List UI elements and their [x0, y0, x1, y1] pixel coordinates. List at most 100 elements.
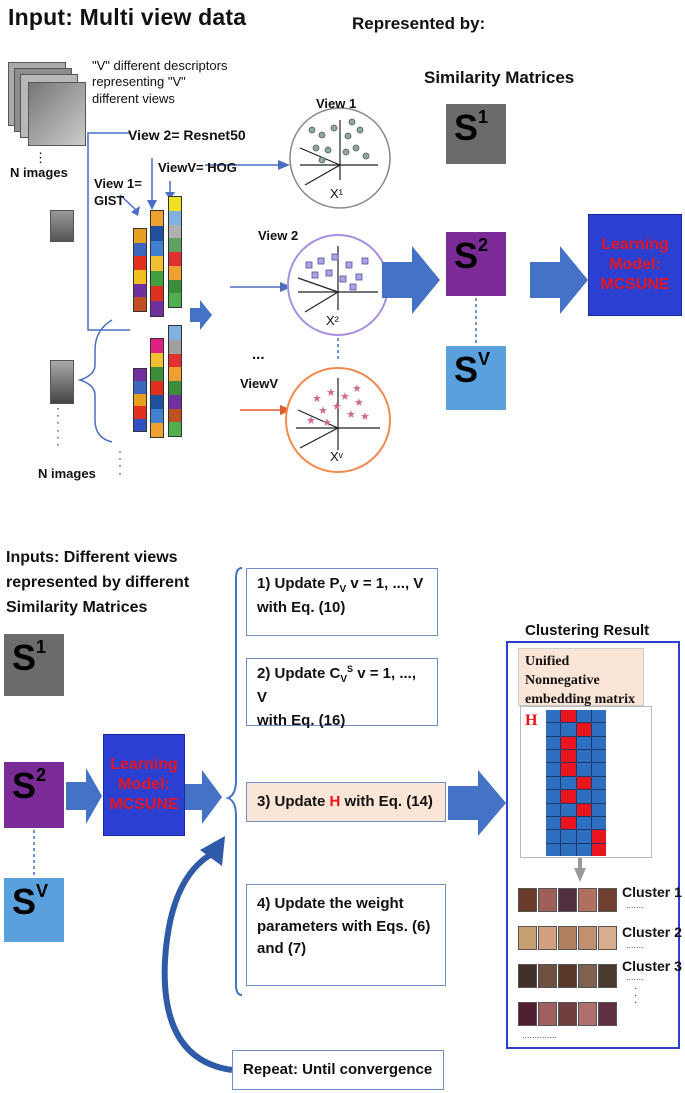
- step2-subscript: V: [340, 674, 348, 685]
- viewv-descriptor-label: ViewV= HOG: [158, 160, 237, 175]
- matrix-cell: [546, 750, 561, 763]
- svg-text:★: ★: [318, 404, 328, 417]
- descriptor-bar-resnet-1: [150, 210, 164, 317]
- cluster-face-thumbnail: [538, 1002, 557, 1026]
- s2-symbol-bottom: S: [12, 765, 37, 806]
- cluster-face-thumbnail: [558, 1002, 577, 1026]
- learning-model-bottom-line2: Model:: [118, 776, 170, 793]
- descriptor-note: "V" different descriptors representing "…: [92, 58, 227, 107]
- svg-text:★: ★: [322, 416, 332, 429]
- dots-views: ...: [252, 346, 265, 363]
- svg-text:★: ★: [326, 386, 336, 399]
- cluster-face-thumbnail: [598, 1002, 617, 1026]
- s2-symbol: S: [454, 235, 479, 276]
- matrix-cell: [576, 723, 591, 736]
- step1-subscript: V: [339, 584, 347, 595]
- matrix-cell: [576, 843, 591, 856]
- embedding-matrix-h-grid: [546, 710, 606, 856]
- cluster2-dots: .......: [626, 940, 644, 950]
- learning-model-line2: Model:: [609, 256, 661, 273]
- step2-text-a: 2) Update C: [257, 665, 341, 682]
- x2-label: X²: [326, 313, 339, 328]
- s2-superscript-bottom: 2: [36, 765, 47, 785]
- matrix-cell: [546, 790, 561, 803]
- matrix-cell: [576, 736, 591, 750]
- step2-superscript: S: [347, 664, 354, 674]
- matrix-cell: [561, 763, 576, 776]
- x1-label: X¹: [330, 186, 343, 201]
- svg-text:★: ★: [360, 410, 370, 423]
- face-thumbnail-1: [50, 210, 74, 242]
- cluster-face-thumbnail: [558, 964, 577, 988]
- repeat-box: Repeat: Until convergence: [232, 1050, 444, 1090]
- sv-symbol: S: [454, 349, 479, 390]
- face-image-stack: [8, 62, 88, 152]
- similarity-matrix-s1-bottom: S1: [4, 634, 64, 696]
- matrix-cell: [591, 723, 606, 736]
- matrix-cell: [546, 843, 561, 856]
- cluster3-label: Cluster 3: [622, 958, 682, 974]
- view2-descriptor-label: View 2= Resnet50: [128, 127, 246, 143]
- sv-superscript-bottom: V: [36, 881, 49, 901]
- cluster3-dots: .......: [626, 972, 644, 982]
- matrix-cell: [576, 763, 591, 776]
- view1-label-line2: GIST: [94, 192, 125, 208]
- cluster-more-dots: ···: [634, 983, 638, 1008]
- step4-box: 4) Update the weight parameters with Eqs…: [246, 884, 446, 986]
- cluster-face-thumbnail: [538, 926, 557, 950]
- cluster-face-thumbnail: [598, 888, 617, 912]
- svg-text:★: ★: [306, 414, 316, 427]
- face-thumbnail-2: [50, 360, 74, 404]
- sv-symbol-bottom: S: [12, 881, 37, 922]
- unified-line2: embedding matrix H: [525, 691, 637, 732]
- inputs-description: Inputs: Different views represented by d…: [6, 546, 189, 620]
- svg-text:★: ★: [340, 390, 350, 403]
- cluster-face-thumbnail: [558, 888, 577, 912]
- matrix-cell: [591, 843, 606, 856]
- circle-view2-label: View 2: [258, 228, 299, 243]
- step2-box: 2) Update CVS v = 1, ..., V with Eq. (16…: [246, 658, 438, 729]
- sv-superscript: V: [478, 349, 491, 369]
- matrix-cell: [576, 750, 591, 763]
- unified-line1: Unified Nonnegative: [525, 654, 600, 688]
- matrix-cell: [546, 830, 561, 843]
- learning-model-bottom-line3: MCSUNE: [109, 796, 179, 813]
- descriptor-note-line3: different views: [92, 90, 175, 106]
- cluster1-label: Cluster 1: [622, 884, 682, 900]
- cluster-face-thumbnail: [578, 964, 597, 988]
- unified-h: H: [525, 711, 538, 729]
- step1-line2: with Eq. (10): [257, 599, 346, 616]
- descriptor-bar-hog-1: [168, 196, 182, 308]
- step4-line1: 4) Update the weight: [257, 895, 404, 912]
- descriptor-bar-hog-2: [168, 325, 182, 437]
- learning-model-bottom-line1: Learning: [110, 756, 178, 773]
- s1-superscript: 1: [478, 107, 489, 127]
- matrix-cell: [576, 710, 591, 723]
- matrix-cell: [576, 803, 591, 816]
- step2-line2: with Eq. (16): [257, 711, 346, 729]
- cluster-face-thumbnail: [578, 926, 597, 950]
- clustering-result-title: Clustering Result: [525, 622, 650, 639]
- cluster-bottom-dots: ..............: [522, 1030, 558, 1040]
- matrix-cell: [546, 763, 561, 776]
- descriptor-bar-gist-1: [133, 228, 147, 312]
- unified-matrix-label: Unified Nonnegative embedding matrix H: [518, 648, 644, 729]
- matrix-cell: [561, 736, 576, 750]
- descriptor-note-line2: representing "V": [92, 74, 186, 90]
- matrix-cell: [561, 803, 576, 816]
- cluster-face-thumbnail: [538, 888, 557, 912]
- svg-text:★: ★: [312, 392, 322, 405]
- matrix-cell: [576, 790, 591, 803]
- matrix-cell: [591, 776, 606, 790]
- cluster-face-thumbnail: [518, 926, 537, 950]
- cluster-face-thumbnail: [558, 926, 577, 950]
- similarity-matrix-s2-top: S2: [446, 232, 506, 296]
- xv-label: Xᵛ: [330, 449, 343, 464]
- step4-line3: and (7): [257, 940, 307, 957]
- cluster-face-thumbnail: [578, 1002, 597, 1026]
- step1-box: 1) Update PV v = 1, ..., V with Eq. (10): [246, 568, 438, 636]
- matrix-cell: [561, 750, 576, 763]
- matrix-cell: [591, 816, 606, 830]
